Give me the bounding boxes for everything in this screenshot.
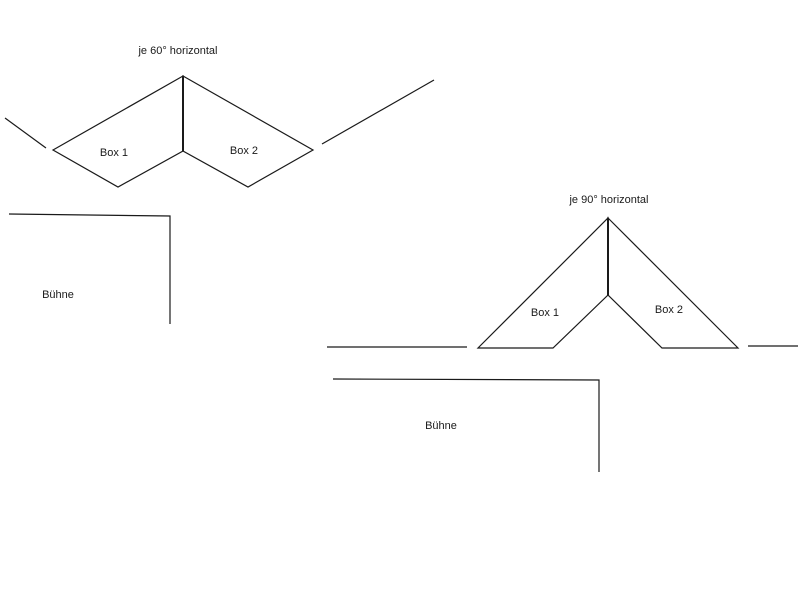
stage-label: Bühne (425, 420, 457, 432)
config-90-degree: je 90° horizontal Box 1 Box 2 Bühne (327, 194, 798, 472)
config-60-degree: je 60° horizontal Box 1 Box 2 Bühne (4, 45, 435, 324)
box1-shape (51, 74, 184, 188)
caption-90: je 90° horizontal (568, 194, 648, 206)
caption-60: je 60° horizontal (137, 45, 217, 57)
box1-label: Box 1 (100, 147, 128, 159)
box1-label: Box 1 (531, 307, 559, 319)
wall-right-segment (321, 79, 435, 145)
box2-shape (182, 74, 315, 188)
box2-label: Box 2 (230, 145, 258, 157)
wall-left-segment (4, 117, 47, 149)
stage-label: Bühne (42, 289, 74, 301)
box2-shape (607, 216, 740, 349)
stage-outline (8, 213, 171, 324)
stage-outline (332, 378, 600, 472)
box2-label: Box 2 (655, 304, 683, 316)
box1-shape (476, 216, 609, 349)
